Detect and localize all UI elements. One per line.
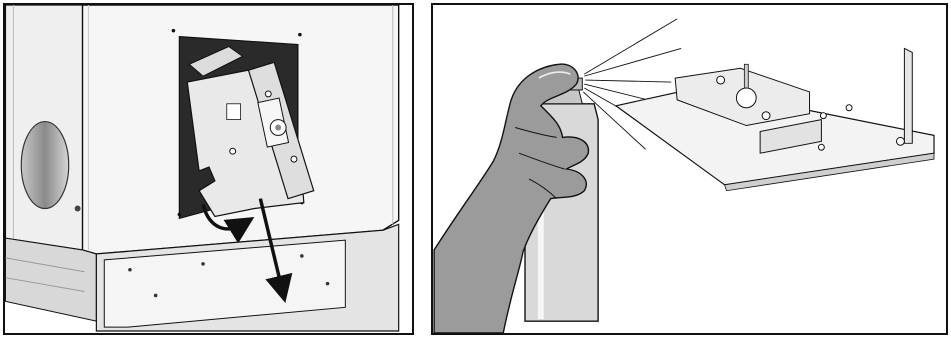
- screw-icon: [291, 156, 297, 162]
- mounting-plate: [616, 48, 934, 190]
- screw-icon: [300, 254, 304, 258]
- screw-icon: [326, 282, 330, 286]
- screw-icon: [265, 91, 271, 97]
- round-port-opening: [21, 122, 68, 209]
- screw-icon: [154, 294, 158, 298]
- screw-icon: [230, 148, 236, 154]
- screw-icon: [75, 206, 81, 212]
- cabinet-illustration: [5, 5, 412, 333]
- screw-icon: [172, 29, 176, 33]
- screw-icon: [298, 33, 302, 37]
- screw-icon: [717, 76, 725, 84]
- illustration-panel-left: [3, 3, 414, 335]
- screw-icon: [762, 112, 770, 120]
- screw-icon: [820, 113, 826, 119]
- screw-icon: [201, 262, 205, 266]
- illustration-panel-right: [431, 3, 948, 335]
- screw-icon: [128, 268, 132, 272]
- spray-illustration: [433, 5, 946, 333]
- thermostat-dial-icon: [736, 88, 756, 108]
- screw-icon: [896, 137, 904, 145]
- screw-icon: [818, 144, 824, 150]
- screw-icon: [178, 213, 182, 217]
- screw-icon: [846, 105, 852, 111]
